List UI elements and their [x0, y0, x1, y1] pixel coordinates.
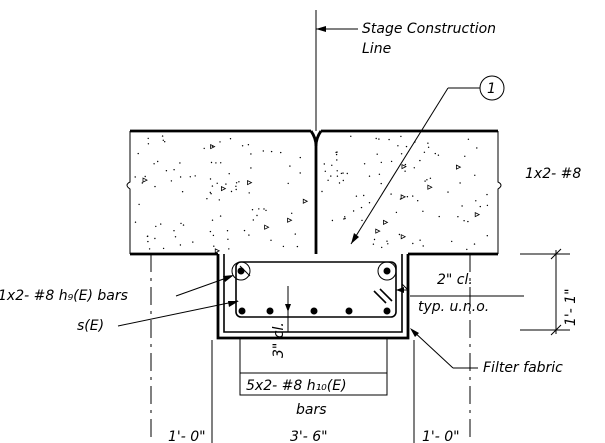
dim-mid: 3'- 6"	[290, 429, 328, 443]
stage-line-label-1: Stage Construction	[362, 21, 496, 37]
concrete-stipple	[134, 135, 489, 254]
h10-bars-callout: 5x2- #8 h₁₀(E) bars	[239, 338, 388, 418]
cover-callout: 2" cl. typ. u.n.o.	[396, 272, 524, 315]
grade-beam	[150, 253, 470, 340]
callout-number: 1	[487, 81, 496, 97]
stage-line-label-2: Line	[362, 41, 391, 57]
height-dim-label: 1'- 1"	[563, 288, 579, 326]
callout-1: 1	[350, 75, 505, 245]
filter-fabric-label: Filter fabric	[483, 360, 563, 376]
bottom-cover-dim: 3" cl.	[271, 286, 294, 358]
dim-left: 1'- 0"	[168, 429, 206, 443]
stirrup-callout: s(E)	[77, 300, 239, 334]
height-dimension: 1'- 1"	[520, 248, 579, 336]
bottom-cover-label: 3" cl.	[271, 322, 287, 358]
clear-cover-label: 2" cl.	[437, 272, 473, 288]
bottom-dimension-string: 1'- 0" 3'- 6" 1'- 0"	[168, 429, 460, 443]
concrete-slab	[126, 129, 502, 256]
hg-bars-callout: 1x2- #8 h₉(E) bars	[0, 275, 234, 304]
filter-fabric-callout: Filter fabric	[410, 328, 563, 376]
h10-bars-label-1: 5x2- #8 h₁₀(E)	[246, 378, 347, 394]
stage-construction-line: Stage Construction Line	[315, 10, 496, 131]
stirrup-label: s(E)	[77, 318, 104, 334]
h10-bars-label-2: bars	[296, 402, 327, 418]
dim-right: 1'- 0"	[422, 429, 460, 443]
rebar-group	[231, 261, 397, 315]
typ-label: typ. u.n.o.	[418, 299, 489, 315]
hg-bars-label: 1x2- #8 h₉(E) bars	[0, 288, 128, 304]
center-lines	[150, 254, 471, 443]
top-bars-label: 1x2- #8	[525, 166, 581, 182]
